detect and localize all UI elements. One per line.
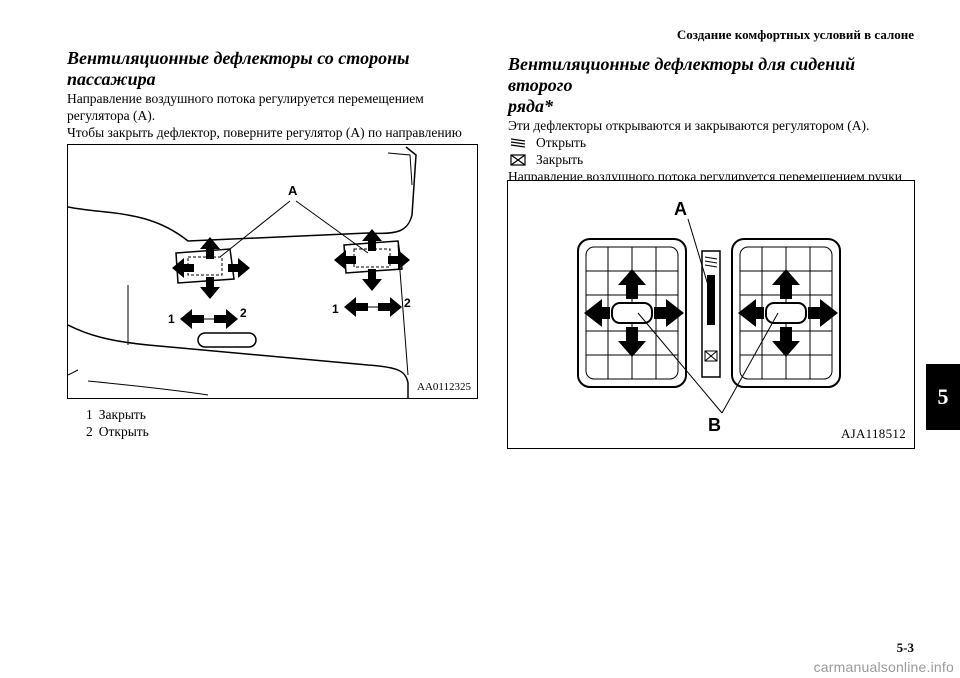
label-a-right: A [674, 199, 687, 219]
close-label: Закрыть [536, 152, 584, 167]
label-1-right: 1 [332, 302, 339, 316]
close-line: Закрыть [508, 151, 918, 168]
right-vent-arrows [334, 229, 410, 291]
passenger-vent-figure: A 1 2 1 2 AA0112325 [67, 144, 478, 399]
right-section-title: Вентиляционные дефлекторы для сидений вт… [508, 54, 918, 117]
vent-open-icon [510, 137, 526, 148]
left-paragraph-1: Направление воздушного потока регулирует… [67, 91, 424, 123]
open-label: Открыть [536, 135, 587, 150]
left-vent-arrows [172, 237, 250, 299]
rear-vent-illustration: A B [577, 199, 841, 435]
rear-vent-figure: A B AJA118512 [507, 180, 915, 449]
legend-item-2: 2 Открыть [86, 423, 149, 440]
vent-closed-icon [510, 153, 526, 166]
left-section: Вентиляционные дефлекторы со стороны пас… [67, 48, 475, 158]
right-section: Вентиляционные дефлекторы для сидений вт… [508, 48, 918, 202]
figure-code-left: AA0112325 [417, 381, 471, 393]
legend-number: 1 [86, 407, 93, 422]
left-section-title: Вентиляционные дефлекторы со стороны пас… [67, 48, 410, 89]
legend-text: Закрыть [98, 407, 146, 422]
passenger-vent-illustration: A 1 2 1 2 [67, 146, 417, 398]
page-header-title: Создание комфортных условий в салоне [676, 27, 914, 42]
chapter-tab[interactable]: 5 [926, 364, 960, 430]
figure-code-right: AJA118512 [840, 426, 906, 441]
legend-text: Открыть [98, 424, 149, 439]
label-2-right: 2 [404, 296, 411, 310]
label-b-right: B [708, 415, 721, 435]
open-line: Открыть [508, 134, 918, 151]
label-2-left: 2 [240, 306, 247, 320]
figure-legend: 1 Закрыть 2 Открыть [86, 406, 149, 440]
legend-number: 2 [86, 424, 93, 439]
legend-item-1: 1 Закрыть [86, 406, 149, 423]
page-number: 5-3 [896, 640, 914, 655]
watermark[interactable]: carmanualsonline.info [813, 659, 954, 675]
right-title-line-1: Вентиляционные дефлекторы для сидений вт… [508, 54, 856, 95]
label-1-left: 1 [168, 312, 175, 326]
right-title-line-2: ряда* [508, 96, 553, 116]
label-a-left: A [288, 183, 298, 198]
right-intro: Эти дефлекторы открываются и закрываются… [508, 118, 870, 133]
